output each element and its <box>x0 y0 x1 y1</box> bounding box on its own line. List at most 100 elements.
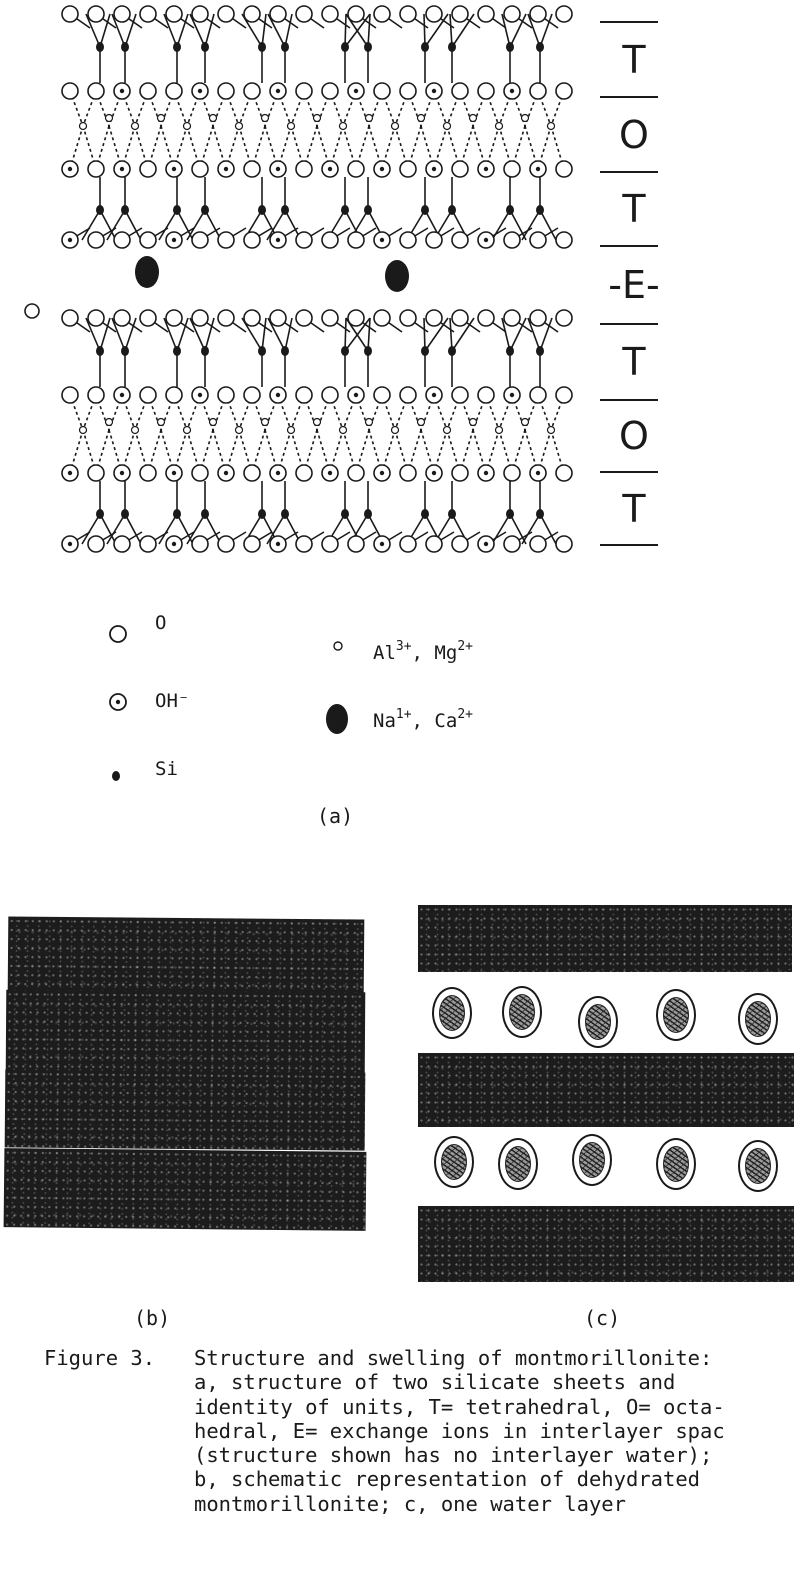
oxygen-atom <box>348 232 364 248</box>
al-mg-ion <box>496 427 503 434</box>
silicon-atom <box>201 42 209 52</box>
exchange-ion <box>135 256 159 288</box>
oxygen-atom <box>62 387 78 403</box>
oxygen-atom <box>140 6 156 22</box>
oxygen-atom <box>452 232 468 248</box>
al-mg-ion <box>340 427 347 434</box>
oxygen-atom <box>296 465 312 481</box>
oxygen-atom <box>88 232 104 248</box>
silicon-atom <box>258 42 266 52</box>
al-mg-ion <box>184 427 191 434</box>
oxygen-atom <box>322 310 338 326</box>
silicate-sheet <box>418 1053 794 1127</box>
oxygen-atom <box>556 536 572 552</box>
silicon-atom <box>281 509 289 519</box>
water-molecule <box>502 986 542 1038</box>
oxygen-atom <box>114 232 130 248</box>
oxygen-atom <box>322 536 338 552</box>
oxygen-atom <box>140 161 156 177</box>
oxygen-atom <box>426 6 442 22</box>
silicon-atom <box>281 205 289 215</box>
oxygen-atom <box>296 310 312 326</box>
oxygen-atom <box>348 536 364 552</box>
oxygen-atom <box>62 6 78 22</box>
legend-al-mg-label: Al3+, Mg2+ <box>373 640 473 663</box>
oxygen-atom <box>348 310 364 326</box>
al-mg-ion <box>80 427 87 434</box>
oxygen-atom <box>192 161 208 177</box>
oxygen-atom <box>400 536 416 552</box>
oxygen-atom <box>556 387 572 403</box>
water-molecule <box>572 1134 612 1186</box>
silicon-atom <box>536 42 544 52</box>
oxygen-atom <box>504 310 520 326</box>
oxygen-atom <box>504 465 520 481</box>
silicon-atom <box>506 42 514 52</box>
oxygen-atom <box>530 232 546 248</box>
silicon-atom <box>258 509 266 519</box>
oxygen-atom <box>452 6 468 22</box>
water-molecule <box>434 1136 474 1188</box>
oxygen-atom <box>218 387 234 403</box>
oxygen-atom <box>270 310 286 326</box>
silicate-sheet <box>5 1069 366 1150</box>
al-mg-ion <box>444 123 451 130</box>
oxygen-atom <box>88 536 104 552</box>
oxygen-atom <box>166 310 182 326</box>
oxygen-atom <box>140 83 156 99</box>
al-mg-ion <box>392 123 399 130</box>
layer-label: T <box>606 190 662 228</box>
oxygen-atom <box>192 465 208 481</box>
al-mg-ion <box>470 419 477 426</box>
caption-label: Figure 3. <box>44 1346 155 1370</box>
al-mg-ion <box>210 419 217 426</box>
oxygen-atom <box>374 310 390 326</box>
oxygen-atom <box>348 161 364 177</box>
oxygen-atom <box>478 83 494 99</box>
silicon-atom <box>173 205 181 215</box>
oxygen-atom <box>556 310 572 326</box>
al-mg-ion <box>496 123 503 130</box>
al-mg-ion <box>184 123 191 130</box>
oxygen-atom <box>296 6 312 22</box>
silicon-atom <box>281 346 289 356</box>
silicon-atom <box>121 509 129 519</box>
silicon-atom <box>506 509 514 519</box>
silicon-atom <box>506 346 514 356</box>
layer-label: O <box>606 417 662 455</box>
oxygen-atom <box>400 6 416 22</box>
oxygen-atom <box>556 83 572 99</box>
silicon-atom <box>96 346 104 356</box>
water-molecule <box>656 989 696 1041</box>
panel-c-tag: (c) <box>584 1308 620 1328</box>
oxygen-atom <box>426 536 442 552</box>
al-mg-ion <box>106 419 113 426</box>
oxygen-atom <box>530 6 546 22</box>
oxygen-atom <box>114 6 130 22</box>
al-mg-ion <box>106 115 113 122</box>
oxygen-atom <box>114 310 130 326</box>
oxygen-atom <box>244 232 260 248</box>
panel-b-diagram <box>0 910 380 1240</box>
silicon-atom <box>121 42 129 52</box>
oxygen-atom <box>426 232 442 248</box>
layer-label: T <box>606 490 662 528</box>
legend-hydroxyl-label: OH⁻ <box>155 692 189 711</box>
oxygen-atom <box>530 310 546 326</box>
silicon-atom <box>341 42 349 52</box>
silicon-atom <box>364 346 372 356</box>
silicon-atom <box>341 346 349 356</box>
al-mg-ion <box>522 115 529 122</box>
silicon-atom <box>421 346 429 356</box>
oxygen-atom <box>400 465 416 481</box>
oxygen-atom <box>114 536 130 552</box>
silicon-atom <box>121 205 129 215</box>
al-mg-ion <box>366 115 373 122</box>
oxygen-atom <box>374 83 390 99</box>
oxygen-atom <box>426 310 442 326</box>
oxygen-atom <box>374 6 390 22</box>
silicon-atom <box>448 42 456 52</box>
silicon-atom <box>448 346 456 356</box>
silicon-atom <box>421 42 429 52</box>
silicon-atom <box>201 205 209 215</box>
